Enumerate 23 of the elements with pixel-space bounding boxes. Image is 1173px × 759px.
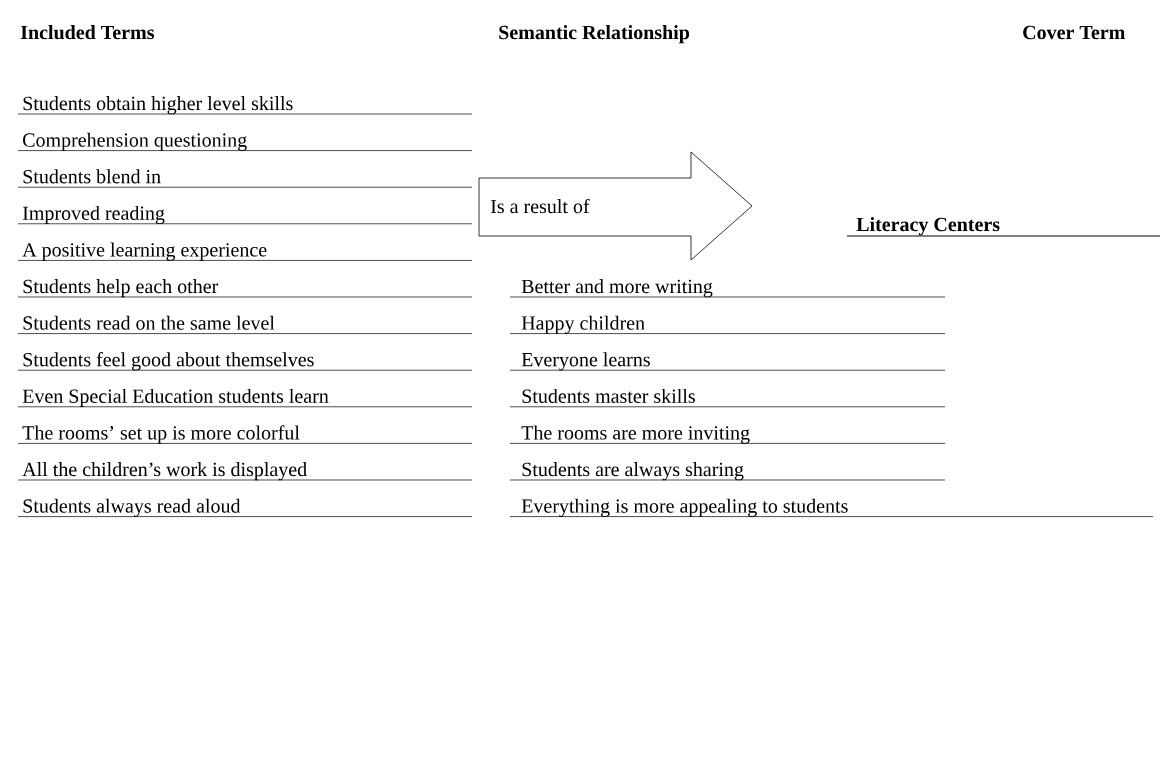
underlined-term: Everyone learns [509, 352, 946, 371]
underlined-term: The rooms’ set up is more colorful [17, 425, 473, 444]
underlined-term: Students read on the same level [17, 315, 473, 334]
underlined-term: Improved reading [17, 205, 473, 225]
underlined-term: A positive learning experience [17, 242, 473, 261]
underlined-term: Students blend in [17, 169, 473, 188]
underlined-term: Everything is more appealing to students [509, 498, 1154, 517]
underlined-term: Happy children [509, 315, 946, 334]
underlined-term: All the children’s work is displayed [17, 462, 473, 481]
column-heading: Cover Term [1023, 25, 1125, 40]
cover-term: Literacy Centers [846, 217, 1161, 237]
column-heading: Included Terms [20, 25, 154, 40]
underlined-term: The rooms are more inviting [509, 425, 946, 444]
underlined-term: Comprehension questioning [17, 132, 473, 151]
underlined-term: Students master skills [509, 388, 946, 408]
column-heading: Semantic Relationship [499, 25, 690, 44]
underlined-term: Even Special Education students learn [17, 388, 473, 408]
underlined-term: Students help each other [17, 279, 473, 298]
underlined-term: Students feel good about themselves [17, 352, 473, 371]
underlined-term: Better and more writing [509, 279, 946, 298]
underlined-term: Students are always sharing [509, 462, 946, 481]
underlined-term: Students obtain higher level skills [17, 96, 473, 115]
underlined-term: Students always read aloud [17, 498, 473, 517]
